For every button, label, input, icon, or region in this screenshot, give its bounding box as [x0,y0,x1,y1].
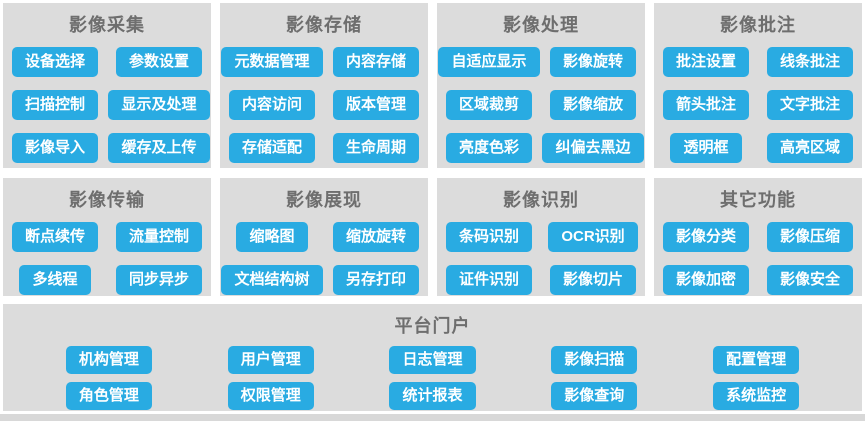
module-button-text-annotation[interactable]: 文字批注 [766,90,853,120]
module-button-permission-mgmt[interactable]: 权限管理 [227,382,314,410]
module-button-arrow-annotation[interactable]: 箭头批注 [662,90,749,120]
button-grid: 自适应显示 影像旋转 区域裁剪 影像缩放 亮度色彩 纠偏去黑边 [437,47,645,163]
module-button-multithread[interactable]: 多线程 [19,265,91,295]
button-grid: 批注设置 线条批注 箭头批注 文字批注 透明框 高亮区域 [654,47,862,163]
panel-image-capture: 影像采集 设备选择 参数设置 扫描控制 显示及处理 影像导入 缓存及上传 [3,3,211,168]
module-button-config-mgmt[interactable]: 配置管理 [713,346,800,374]
panel-platform-portal: 平台门户 机构管理 用户管理 日志管理 影像扫描 配置管理 角色管理 权限管理 … [3,304,862,411]
module-button-adaptive-display[interactable]: 自适应显示 [438,47,540,77]
button-grid: 设备选择 参数设置 扫描控制 显示及处理 影像导入 缓存及上传 [3,47,211,163]
panel-title: 影像批注 [720,15,796,35]
module-button-log-mgmt[interactable]: 日志管理 [389,346,476,374]
module-button-id-recognition[interactable]: 证件识别 [445,265,532,295]
panel-image-processing: 影像处理 自适应显示 影像旋转 区域裁剪 影像缩放 亮度色彩 纠偏去黑边 [437,3,645,168]
panel-image-storage: 影像存储 元数据管理 内容存储 内容访问 版本管理 存储适配 生命周期 [220,3,428,168]
panel-image-transmission: 影像传输 断点续传 流量控制 多线程 同步异步 [3,178,211,296]
module-button-image-slicing[interactable]: 影像切片 [549,265,636,295]
module-button-zoom-rotate[interactable]: 缩放旋转 [332,222,419,252]
module-button-image-security[interactable]: 影像安全 [766,265,853,295]
module-button-image-scan[interactable]: 影像扫描 [551,346,638,374]
module-button-scan-control[interactable]: 扫描控制 [11,90,98,120]
module-button-content-access[interactable]: 内容访问 [228,90,315,120]
module-button-highlight-region[interactable]: 高亮区域 [766,133,853,163]
module-button-image-zoom[interactable]: 影像缩放 [549,90,636,120]
panel-title: 平台门户 [394,316,471,336]
module-button-deskew-deblack[interactable]: 纠偏去黑边 [542,133,644,163]
module-button-role-mgmt[interactable]: 角色管理 [65,382,152,410]
panel-image-annotation: 影像批注 批注设置 线条批注 箭头批注 文字批注 透明框 高亮区域 [654,3,862,168]
module-button-storage-adapter[interactable]: 存储适配 [228,133,315,163]
panel-image-recognition: 影像识别 条码识别 OCR识别 证件识别 影像切片 [437,178,645,296]
module-button-barcode-recognition[interactable]: 条码识别 [445,222,532,252]
panel-image-display: 影像展现 缩略图 缩放旋转 文档结构树 另存打印 [220,178,428,296]
module-button-brightness-color[interactable]: 亮度色彩 [445,133,532,163]
button-grid: 断点续传 流量控制 多线程 同步异步 [3,222,211,295]
button-grid: 条码识别 OCR识别 证件识别 影像切片 [437,222,645,295]
module-button-stats-report[interactable]: 统计报表 [389,382,476,410]
panel-title: 影像采集 [69,15,145,35]
panel-title: 其它功能 [720,190,796,210]
module-button-system-monitor[interactable]: 系统监控 [713,382,800,410]
panel-row-top: 影像采集 设备选择 参数设置 扫描控制 显示及处理 影像导入 缓存及上传 影像存… [3,3,862,168]
module-button-thumbnail[interactable]: 缩略图 [236,222,308,252]
module-button-sync-async[interactable]: 同步异步 [115,265,202,295]
panel-title: 影像展现 [286,190,362,210]
bottom-edge-strip [0,414,865,421]
panel-title: 影像传输 [69,190,145,210]
module-button-doc-tree[interactable]: 文档结构树 [221,265,323,295]
module-button-saveas-print[interactable]: 另存打印 [332,265,419,295]
module-button-image-import[interactable]: 影像导入 [11,133,98,163]
module-button-user-mgmt[interactable]: 用户管理 [227,346,314,374]
module-button-cache-upload[interactable]: 缓存及上传 [108,133,210,163]
button-grid: 缩略图 缩放旋转 文档结构树 另存打印 [220,222,428,295]
module-button-org-mgmt[interactable]: 机构管理 [65,346,152,374]
panel-other-functions: 其它功能 影像分类 影像压缩 影像加密 影像安全 [654,178,862,296]
button-grid: 机构管理 用户管理 日志管理 影像扫描 配置管理 角色管理 权限管理 统计报表 … [3,346,862,410]
module-button-image-encryption[interactable]: 影像加密 [662,265,749,295]
button-grid: 影像分类 影像压缩 影像加密 影像安全 [654,222,862,295]
module-button-content-storage[interactable]: 内容存储 [332,47,419,77]
module-button-display-processing[interactable]: 显示及处理 [108,90,210,120]
panel-row-middle: 影像传输 断点续传 流量控制 多线程 同步异步 影像展现 缩略图 缩放旋转 文档… [3,178,862,296]
module-button-resume-transfer[interactable]: 断点续传 [11,222,98,252]
module-button-param-settings[interactable]: 参数设置 [115,47,202,77]
module-button-transparent-box[interactable]: 透明框 [670,133,742,163]
module-button-image-classification[interactable]: 影像分类 [662,222,749,252]
module-button-image-rotate[interactable]: 影像旋转 [549,47,636,77]
button-grid: 元数据管理 内容存储 内容访问 版本管理 存储适配 生命周期 [220,47,428,163]
module-button-flow-control[interactable]: 流量控制 [115,222,202,252]
module-button-ocr-recognition[interactable]: OCR识别 [548,222,638,252]
module-button-annotation-settings[interactable]: 批注设置 [662,47,749,77]
panel-title: 影像存储 [286,15,362,35]
panel-title: 影像处理 [503,15,579,35]
module-button-image-query[interactable]: 影像查询 [551,382,638,410]
module-button-metadata-mgmt[interactable]: 元数据管理 [221,47,323,77]
module-button-image-compression[interactable]: 影像压缩 [766,222,853,252]
module-button-line-annotation[interactable]: 线条批注 [766,47,853,77]
module-button-version-mgmt[interactable]: 版本管理 [332,90,419,120]
module-button-region-crop[interactable]: 区域裁剪 [445,90,532,120]
panel-title: 影像识别 [503,190,579,210]
module-button-lifecycle[interactable]: 生命周期 [332,133,419,163]
module-button-device-select[interactable]: 设备选择 [11,47,98,77]
